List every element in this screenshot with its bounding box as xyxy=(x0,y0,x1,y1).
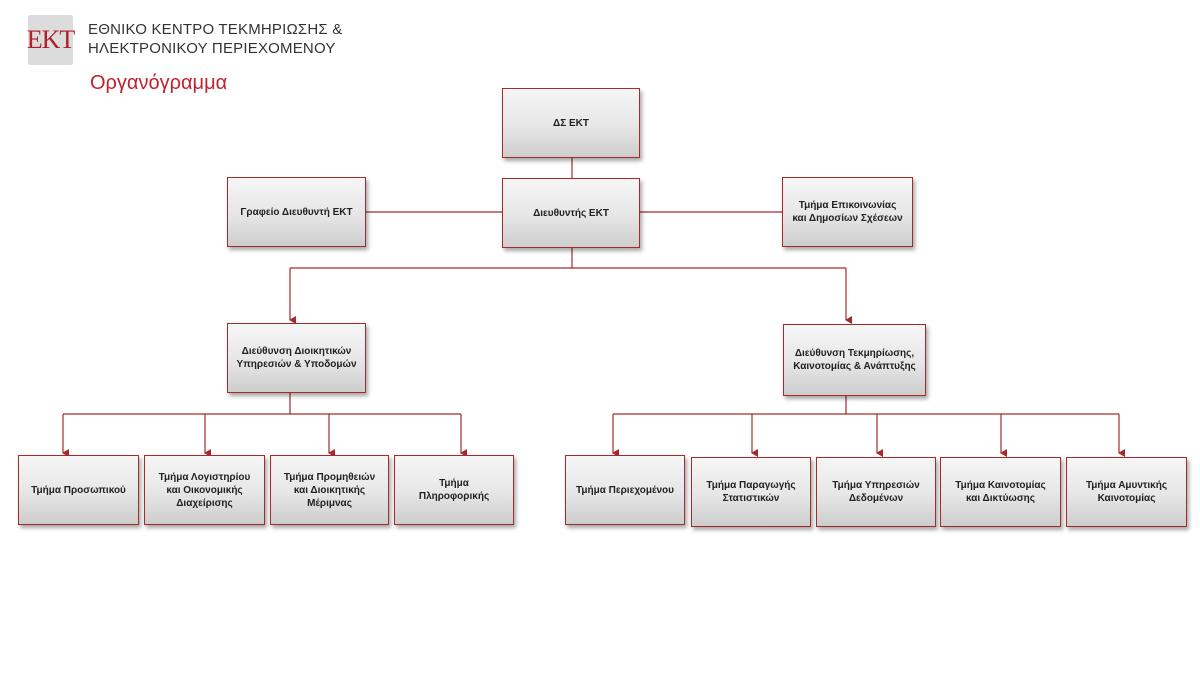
logo-text: EKT xyxy=(26,25,76,54)
unit-accounting-box: Τμήμα Λογιστηρίου και Οικονομικής Διαχεί… xyxy=(144,455,265,525)
unit-procurement-label: Τμήμα Προμηθειών και Διοικητικής Μέριμνα… xyxy=(283,471,376,509)
unit-defense-innovation-box: Τμήμα Αμυντικής Καινοτομίας xyxy=(1066,457,1187,527)
org-name-line-1: ΕΘΝΙΚΟ ΚΕΝΤΡΟ ΤΕΚΜΗΡΙΩΣΗΣ & xyxy=(88,21,343,38)
board-label: ΔΣ ΕΚΤ xyxy=(553,117,589,129)
unit-content-label: Τμήμα Περιεχομένου xyxy=(576,484,674,496)
org-name-line-2: ΗΛΕΚΤΡΟΝΙΚΟΥ ΠΕΡΙΕΧΟΜΕΝΟΥ xyxy=(88,40,336,57)
unit-content-box: Τμήμα Περιεχομένου xyxy=(565,455,685,525)
unit-statistics-label: Τμήμα Παραγωγής Στατιστικών xyxy=(706,480,796,504)
unit-personnel-label: Τμήμα Προσωπικού xyxy=(31,484,126,496)
unit-accounting-label: Τμήμα Λογιστηρίου και Οικονομικής Διαχεί… xyxy=(158,471,251,509)
director-box: Διευθυντής ΕΚΤ xyxy=(502,178,640,248)
director-office-box: Γραφείο Διευθυντή ΕΚΤ xyxy=(227,177,366,247)
communications-label: Τμήμα Επικοινωνίας και Δημοσίων Σχέσεων xyxy=(792,200,903,224)
organization-name: ΕΘΝΙΚΟ ΚΕΝΤΡΟ ΤΕΚΜΗΡΙΩΣΗΣ & ΗΛΕΚΤΡΟΝΙΚΟΥ… xyxy=(88,20,342,58)
board-box: ΔΣ ΕΚΤ xyxy=(502,88,640,158)
division-admin-box: Διεύθυνση Διοικητικών Υπηρεσιών & Υποδομ… xyxy=(227,323,366,393)
unit-procurement-box: Τμήμα Προμηθειών και Διοικητικής Μέριμνα… xyxy=(270,455,389,525)
director-label: Διευθυντής ΕΚΤ xyxy=(533,207,609,219)
ekt-logo: EKT xyxy=(26,15,76,65)
page-title: Οργανόγραμμα xyxy=(90,72,228,94)
unit-innovation-box: Τμήμα Καινοτομίας και Δικτύωσης xyxy=(940,457,1061,527)
unit-statistics-box: Τμήμα Παραγωγής Στατιστικών xyxy=(691,457,811,527)
unit-innovation-label: Τμήμα Καινοτομίας και Δικτύωσης xyxy=(955,480,1046,504)
unit-data-services-label: Τμήμα Υπηρεσιών Δεδομένων xyxy=(832,480,920,504)
division-docs-label: Διεύθυνση Τεκμηρίωσης, Καινοτομίας & Ανά… xyxy=(793,348,916,372)
unit-personnel-box: Τμήμα Προσωπικού xyxy=(18,455,139,525)
division-admin-label: Διεύθυνση Διοικητικών Υπηρεσιών & Υποδομ… xyxy=(236,346,357,370)
division-docs-box: Διεύθυνση Τεκμηρίωσης, Καινοτομίας & Ανά… xyxy=(783,324,926,396)
unit-data-services-box: Τμήμα Υπηρεσιών Δεδομένων xyxy=(816,457,936,527)
communications-box: Τμήμα Επικοινωνίας και Δημοσίων Σχέσεων xyxy=(782,177,913,247)
unit-it-box: Τμήμα Πληροφορικής xyxy=(394,455,514,525)
director-office-label: Γραφείο Διευθυντή ΕΚΤ xyxy=(240,206,353,218)
unit-defense-innovation-label: Τμήμα Αμυντικής Καινοτομίας xyxy=(1085,480,1168,504)
unit-it-label: Τμήμα Πληροφορικής xyxy=(418,478,490,502)
